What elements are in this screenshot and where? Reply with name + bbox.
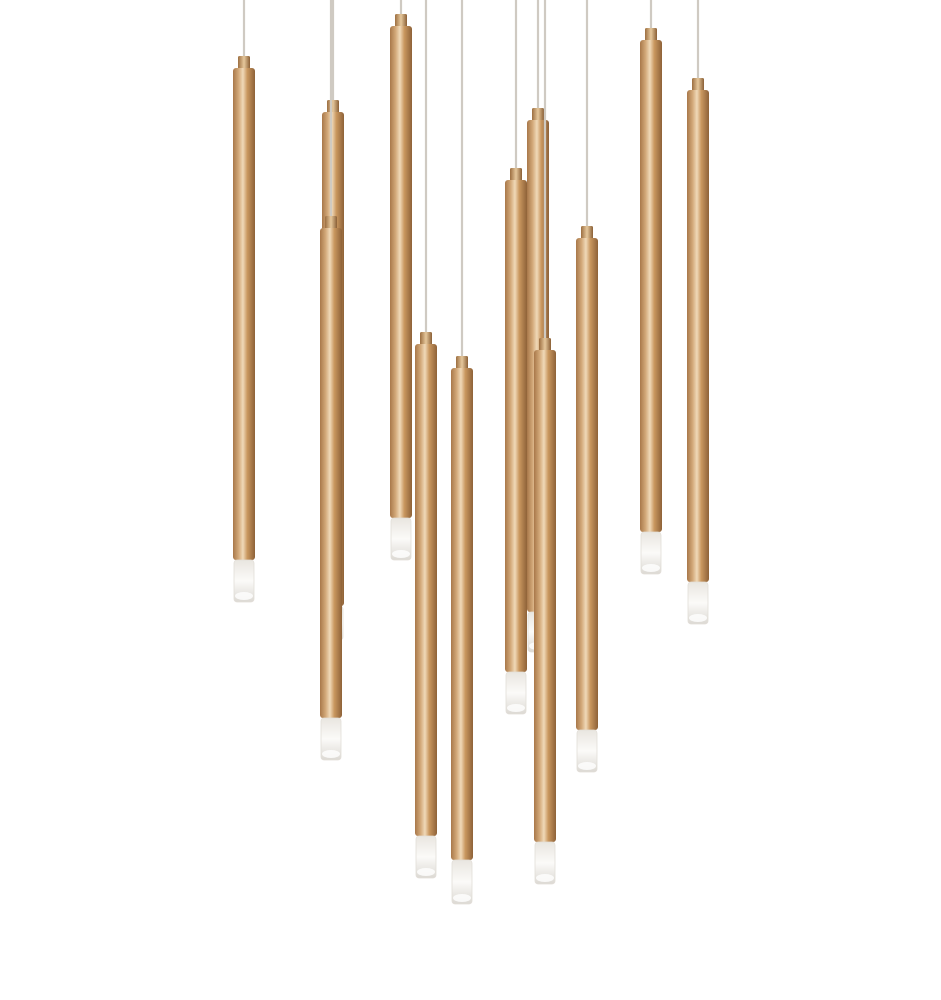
rod-cap [238, 56, 250, 69]
light-glow [417, 868, 435, 876]
glass-diffuser [390, 517, 412, 561]
brass-tube [687, 90, 709, 582]
light-glow [453, 894, 471, 902]
brass-tube [534, 350, 556, 842]
glass-diffuser [233, 559, 255, 603]
rod-cap [456, 356, 468, 369]
light-glow [642, 564, 660, 572]
pendant-rod [415, 0, 437, 879]
pendant-rod [534, 0, 556, 885]
light-glow [536, 874, 554, 882]
pendant-rod [320, 0, 342, 761]
brass-tube [233, 68, 255, 560]
light-glow [578, 762, 596, 770]
glass-diffuser [576, 729, 598, 773]
pendant-rod [233, 0, 255, 603]
pendant-rod [687, 0, 709, 625]
glass-diffuser [505, 671, 527, 715]
rod-cap [581, 226, 593, 239]
rod-cap [645, 28, 657, 41]
pendant-rod [576, 0, 598, 773]
brass-tube [576, 238, 598, 730]
glass-diffuser [415, 835, 437, 879]
pendant-rod [390, 0, 412, 561]
brass-tube [640, 40, 662, 532]
rod-cap [395, 14, 407, 27]
rod-cap [692, 78, 704, 91]
brass-tube [451, 368, 473, 860]
pendant-rod [451, 0, 473, 905]
rod-cap [420, 332, 432, 345]
pendant-rod [640, 0, 662, 575]
glass-diffuser [451, 859, 473, 905]
brass-tube [390, 26, 412, 518]
light-glow [507, 704, 525, 712]
brass-tube [320, 228, 342, 718]
light-glow [322, 750, 340, 758]
glass-diffuser [640, 531, 662, 575]
rod-cap [327, 100, 339, 113]
glass-diffuser [687, 581, 709, 625]
rod-cap [510, 168, 522, 181]
glass-diffuser [534, 841, 556, 885]
brass-tube [415, 344, 437, 836]
pendant-rod [505, 0, 527, 715]
rod-cap [539, 338, 551, 351]
light-glow [689, 614, 707, 622]
light-glow [235, 592, 253, 600]
rod-cap [532, 108, 544, 121]
light-glow [392, 550, 410, 558]
glass-diffuser [320, 717, 342, 761]
rod-cap [325, 216, 337, 229]
brass-tube [505, 180, 527, 672]
